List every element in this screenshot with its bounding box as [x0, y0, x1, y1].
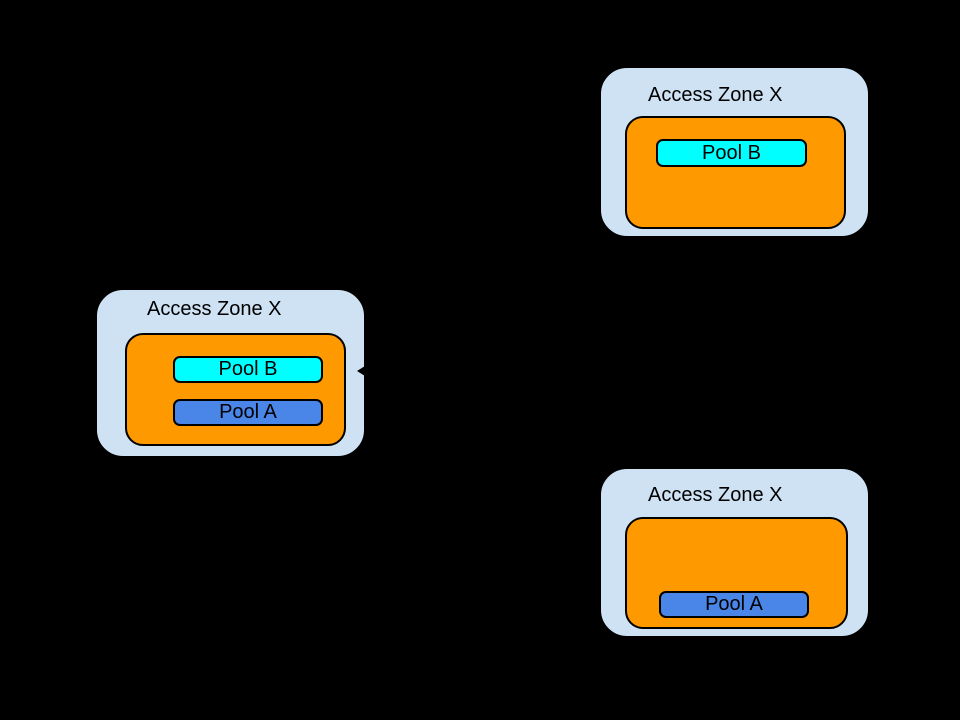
pool-group-box: Pool A — [625, 517, 848, 629]
zone-title: Access Zone X — [648, 484, 783, 506]
zone-title: Access Zone X — [648, 84, 783, 106]
pool-a-node: Pool A — [659, 591, 809, 618]
connector-arrowhead-icon — [357, 366, 365, 376]
pool-group-box: Pool B — [625, 116, 846, 229]
access-zone-middle-left: Access Zone X Pool B Pool A — [96, 289, 365, 457]
access-zone-top-right: Access Zone X Pool B — [600, 67, 869, 237]
access-zone-bottom-right: Access Zone X Pool A — [600, 468, 869, 637]
pool-b-node: Pool B — [656, 139, 807, 167]
pool-group-box: Pool B Pool A — [125, 333, 346, 446]
pool-b-node: Pool B — [173, 356, 323, 383]
zone-title: Access Zone X — [147, 298, 282, 320]
pool-a-node: Pool A — [173, 399, 323, 426]
